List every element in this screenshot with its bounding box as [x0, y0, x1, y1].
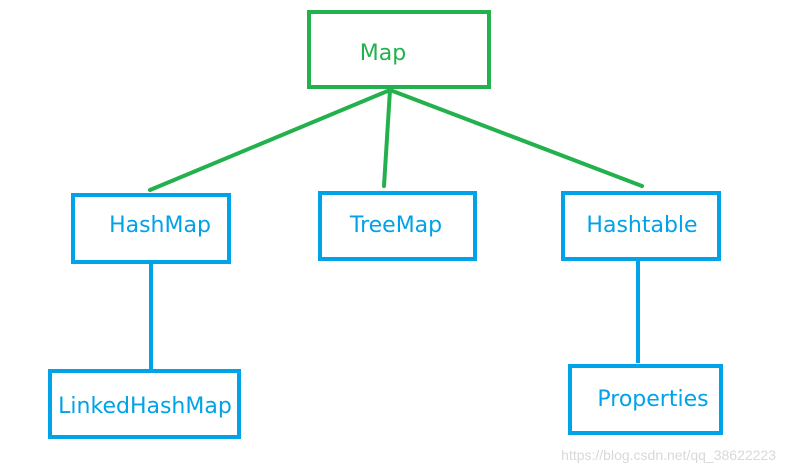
node-properties-label: Properties	[597, 387, 708, 412]
node-hashmap: HashMap	[71, 193, 231, 264]
node-treemap-label: TreeMap	[349, 213, 442, 238]
node-hashmap-label: HashMap	[109, 213, 211, 238]
edge-map-hashmap	[148, 88, 392, 192]
watermark-text: https://blog.csdn.net/qq_38622223	[561, 447, 776, 463]
edge-map-hashtable	[388, 88, 644, 188]
node-properties: Properties	[568, 364, 723, 435]
node-map-label: Map	[360, 41, 406, 66]
node-map-box	[307, 10, 491, 89]
node-treemap-box	[318, 191, 477, 261]
node-treemap: TreeMap	[318, 191, 477, 261]
node-hashtable-label: Hashtable	[586, 213, 697, 238]
node-linkedhashmap-label: LinkedHashMap	[58, 394, 232, 419]
edge-map-treemap	[382, 88, 392, 188]
node-hashtable: Hashtable	[561, 191, 721, 261]
node-properties-box	[568, 364, 723, 435]
node-linkedhashmap-box	[48, 369, 241, 439]
node-hashtable-box	[561, 191, 721, 261]
node-hashmap-box	[71, 193, 231, 264]
node-map: Map	[307, 10, 491, 89]
node-linkedhashmap: LinkedHashMap	[48, 369, 241, 439]
